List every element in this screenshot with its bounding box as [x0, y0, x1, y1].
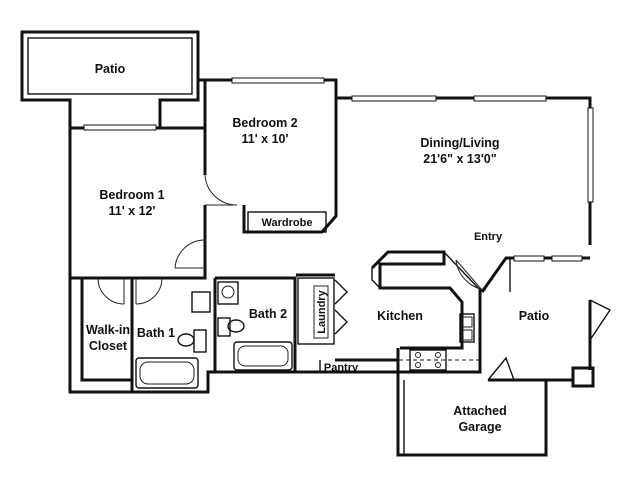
room-labels: Patio Bedroom 2 11' x 10' Dining/Living …: [86, 62, 550, 434]
bedroom1-size: 11' x 12': [109, 204, 156, 218]
windows: [83, 77, 594, 262]
patio-right-label: Patio: [519, 309, 550, 323]
garage-label-2: Garage: [458, 420, 501, 434]
dining-living-label: Dining/Living: [420, 136, 499, 150]
entry-label: Entry: [474, 231, 503, 243]
wardrobe-label: Wardrobe: [262, 217, 313, 229]
pantry-label: Pantry: [324, 362, 359, 374]
walkin-closet-label-2: Closet: [89, 339, 128, 353]
bedroom2-size: 11' x 10': [242, 132, 289, 146]
bedroom2-label: Bedroom 2: [232, 116, 297, 130]
doors: [97, 174, 612, 381]
bedroom1-label: Bedroom 1: [99, 188, 164, 202]
patio-top-label: Patio: [95, 62, 126, 76]
bath1-label: Bath 1: [137, 326, 175, 340]
kitchen-label: Kitchen: [377, 309, 423, 323]
walkin-closet-label-1: Walk-in: [86, 323, 130, 337]
garage-label-1: Attached: [453, 404, 506, 418]
fixtures: [135, 211, 480, 389]
dining-living-size: 21'6" x 13'0": [423, 152, 496, 166]
bath2-label: Bath 2: [249, 307, 287, 321]
walls: [20, 30, 595, 457]
laundry-label: Laundry: [316, 289, 328, 333]
